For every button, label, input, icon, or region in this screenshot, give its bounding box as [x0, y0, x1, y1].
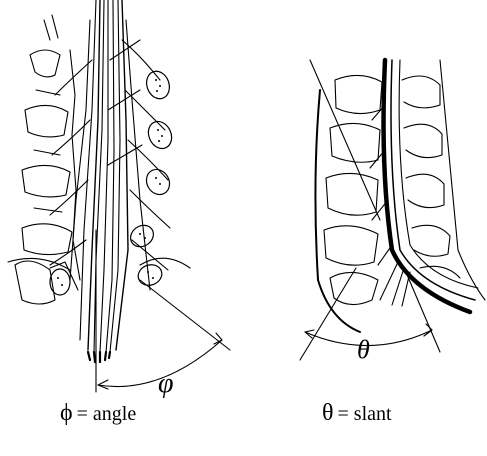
angle-caption-symbol: ϕ [60, 400, 73, 426]
vertebral-bodies [22, 15, 80, 280]
slant-caption-text: = slant [338, 403, 392, 425]
slant-caption: θ = slant [322, 400, 392, 427]
slant-theta-measurement [300, 60, 440, 360]
slant-caption-symbol: θ [322, 400, 334, 426]
theta-symbol: θ [357, 335, 370, 364]
posterior-elements [402, 60, 485, 300]
nerve-roots [50, 40, 170, 270]
angle-caption-text: = angle [77, 403, 137, 425]
lateral-vertebrae [315, 75, 382, 332]
lateral-spine-view [300, 60, 485, 360]
spinal-canal [384, 60, 478, 312]
angle-caption: ϕ = angle [60, 400, 136, 427]
phi-symbol: φ [158, 368, 174, 399]
posterior-spine-view [8, 0, 230, 392]
